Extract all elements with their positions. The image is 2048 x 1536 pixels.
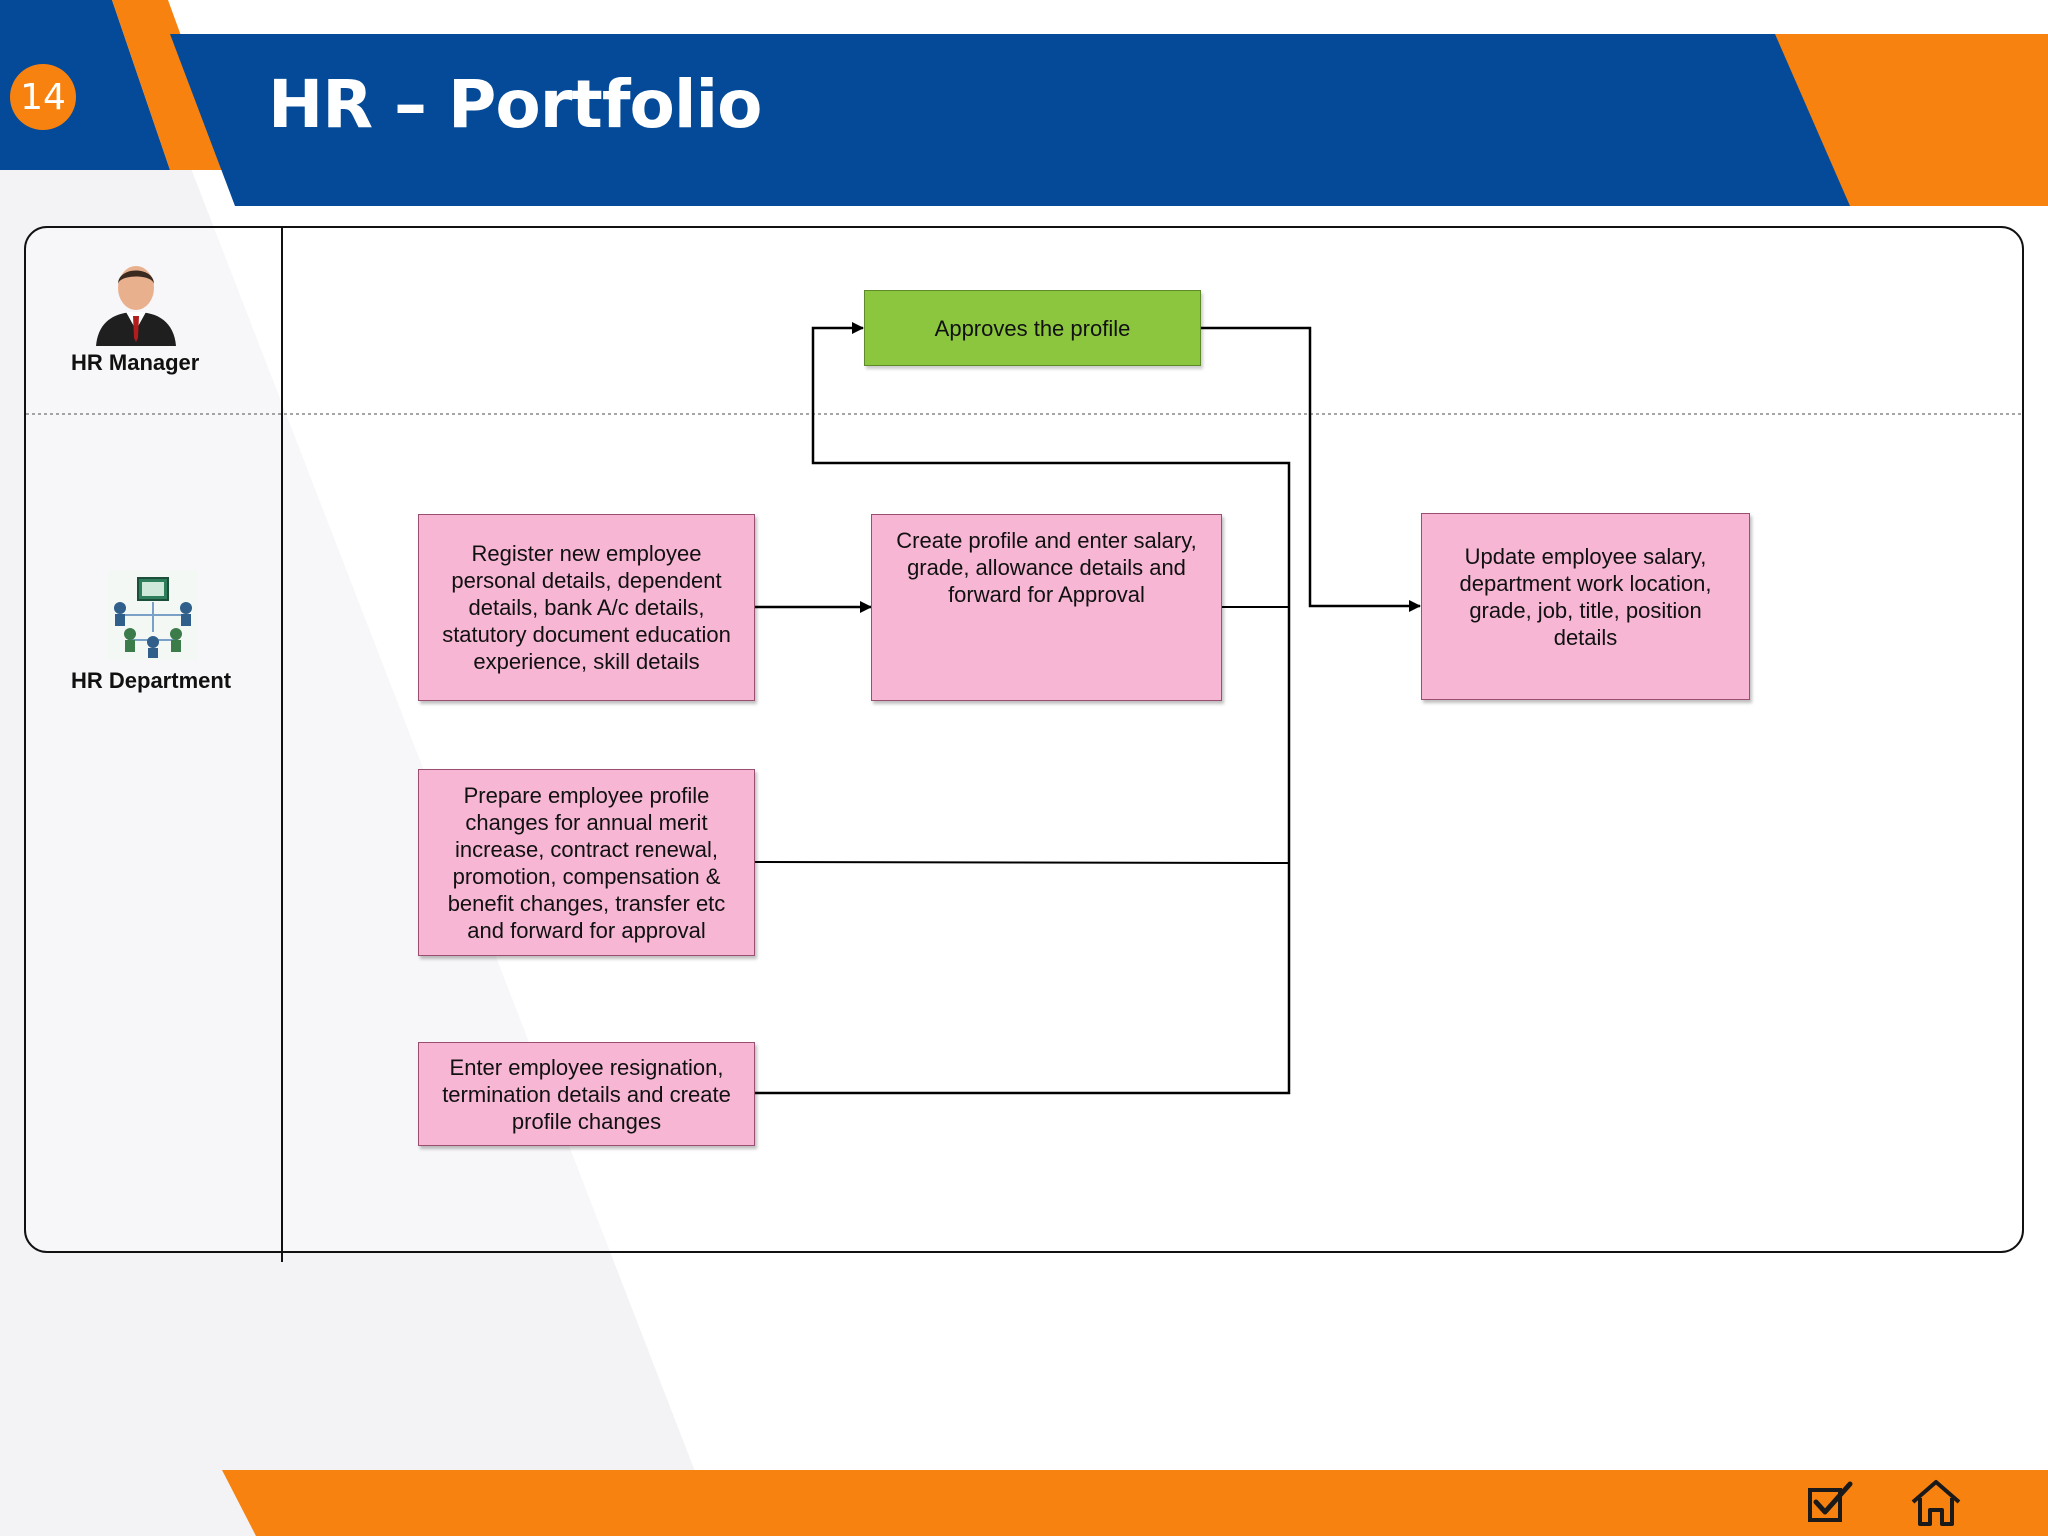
register-employee-box: Register new employee personal details, … — [418, 514, 755, 701]
arrow-approve-to-update — [1201, 326, 1421, 612]
background-gray-band — [0, 140, 720, 1536]
swimlane-frame — [24, 226, 2024, 1253]
slide-number-badge: 14 — [10, 64, 76, 130]
department-network-icon — [108, 570, 198, 660]
lane-label-hr-department: HR Department — [71, 668, 232, 693]
footer-orange-bar — [222, 1470, 2048, 1536]
header-right-orange — [1775, 34, 2048, 206]
header-blue-banner — [170, 34, 1860, 206]
arrow-bus-to-approve — [755, 322, 1291, 1095]
resignation-box: Enter employee resignation, termination … — [418, 1042, 755, 1146]
home-icon[interactable] — [1910, 1478, 1962, 1528]
approve-profile-box: Approves the profile — [864, 290, 1201, 366]
page-title: HR – Portfolio — [268, 66, 762, 143]
lane-label-hr-manager: HR Manager — [71, 350, 200, 375]
prepare-profile-changes-box: Prepare employee profile changes for ann… — [418, 769, 755, 956]
update-employee-box: Update employee salary, department work … — [1421, 513, 1750, 700]
connector-prepare-to-bus — [754, 861, 1290, 864]
header-left-orange-stripe — [112, 0, 230, 170]
manager-avatar-icon — [96, 266, 176, 346]
create-profile-box: Create profile and enter salary, grade, … — [871, 514, 1222, 701]
checkbox-icon[interactable] — [1806, 1480, 1854, 1526]
